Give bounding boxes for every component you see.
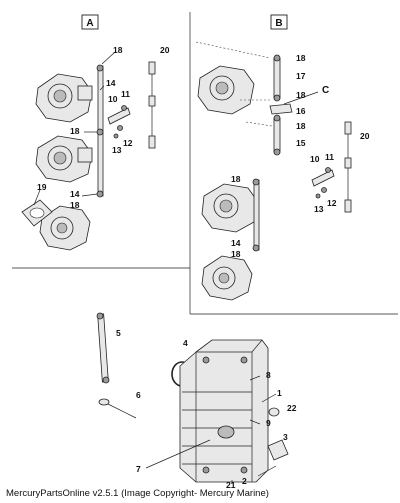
bottom-callouts: 5 4 8 1 22 9 3 6 7 21 2: [116, 328, 297, 490]
callout-6: 6: [136, 390, 141, 400]
callout-b-18-top: 18: [296, 53, 306, 63]
callout-b-11: 11: [325, 152, 334, 162]
callout-a-11: 11: [121, 89, 130, 99]
callout-b-20: 20: [360, 131, 370, 141]
callout-a-18-mid: 18: [70, 126, 80, 136]
panel-b-label: B: [270, 14, 288, 30]
callout-a-13: 13: [112, 145, 122, 155]
bottom-assembly: [96, 312, 289, 484]
callout-b-13: 13: [314, 204, 324, 214]
callout-21: 21: [226, 480, 236, 490]
callout-a-14-top: 14: [106, 78, 116, 88]
panel-a-label: A: [81, 14, 99, 30]
callout-5: 5: [116, 328, 121, 338]
callout-a-20: 20: [160, 45, 170, 55]
panel-borders: [12, 12, 398, 315]
callout-8: 8: [266, 370, 271, 380]
callout-22: 22: [287, 403, 297, 413]
callout-a-14-bottom: 14: [70, 189, 80, 199]
callout-b-c: C: [322, 85, 329, 96]
callout-b-14: 14: [231, 238, 241, 248]
callout-b-16: 16: [296, 106, 306, 116]
callout-a-12: 12: [123, 138, 133, 148]
callout-a-19: 19: [37, 182, 47, 192]
callout-9: 9: [266, 418, 271, 428]
callout-b-12: 12: [327, 198, 337, 208]
panel-b-callouts: 18 17 18 16 18 15 20 10 11 13 12 18 14 1…: [231, 53, 370, 259]
callout-b-18-bottom: 18: [231, 249, 241, 259]
callout-b-18-left: 18: [231, 174, 241, 184]
panel-a-callouts: 18 20 14 10 11 18 13 12 19 14 18: [37, 45, 170, 210]
callout-b-10: 10: [310, 154, 320, 164]
callout-b-18-mid: 18: [296, 90, 306, 100]
callout-7: 7: [136, 464, 141, 474]
panel-a-carburetors: [21, 51, 156, 251]
callout-1: 1: [277, 388, 282, 398]
svg-text:A: A: [86, 18, 93, 29]
callout-4: 4: [183, 338, 188, 348]
svg-text:B: B: [275, 18, 282, 29]
callout-3: 3: [283, 432, 288, 442]
callout-a-10: 10: [108, 94, 118, 104]
callout-b-15: 15: [296, 138, 306, 148]
callout-2: 2: [242, 476, 247, 486]
panel-b-carburetors: [195, 41, 352, 301]
callout-a-18-top: 18: [113, 45, 123, 55]
copyright-footer: MercuryPartsOnline v2.5.1 (Image Copyrig…: [6, 488, 269, 499]
callout-b-18-lower: 18: [296, 121, 306, 131]
callout-a-18-bottom: 18: [70, 200, 80, 210]
callout-b-17: 17: [296, 71, 306, 81]
